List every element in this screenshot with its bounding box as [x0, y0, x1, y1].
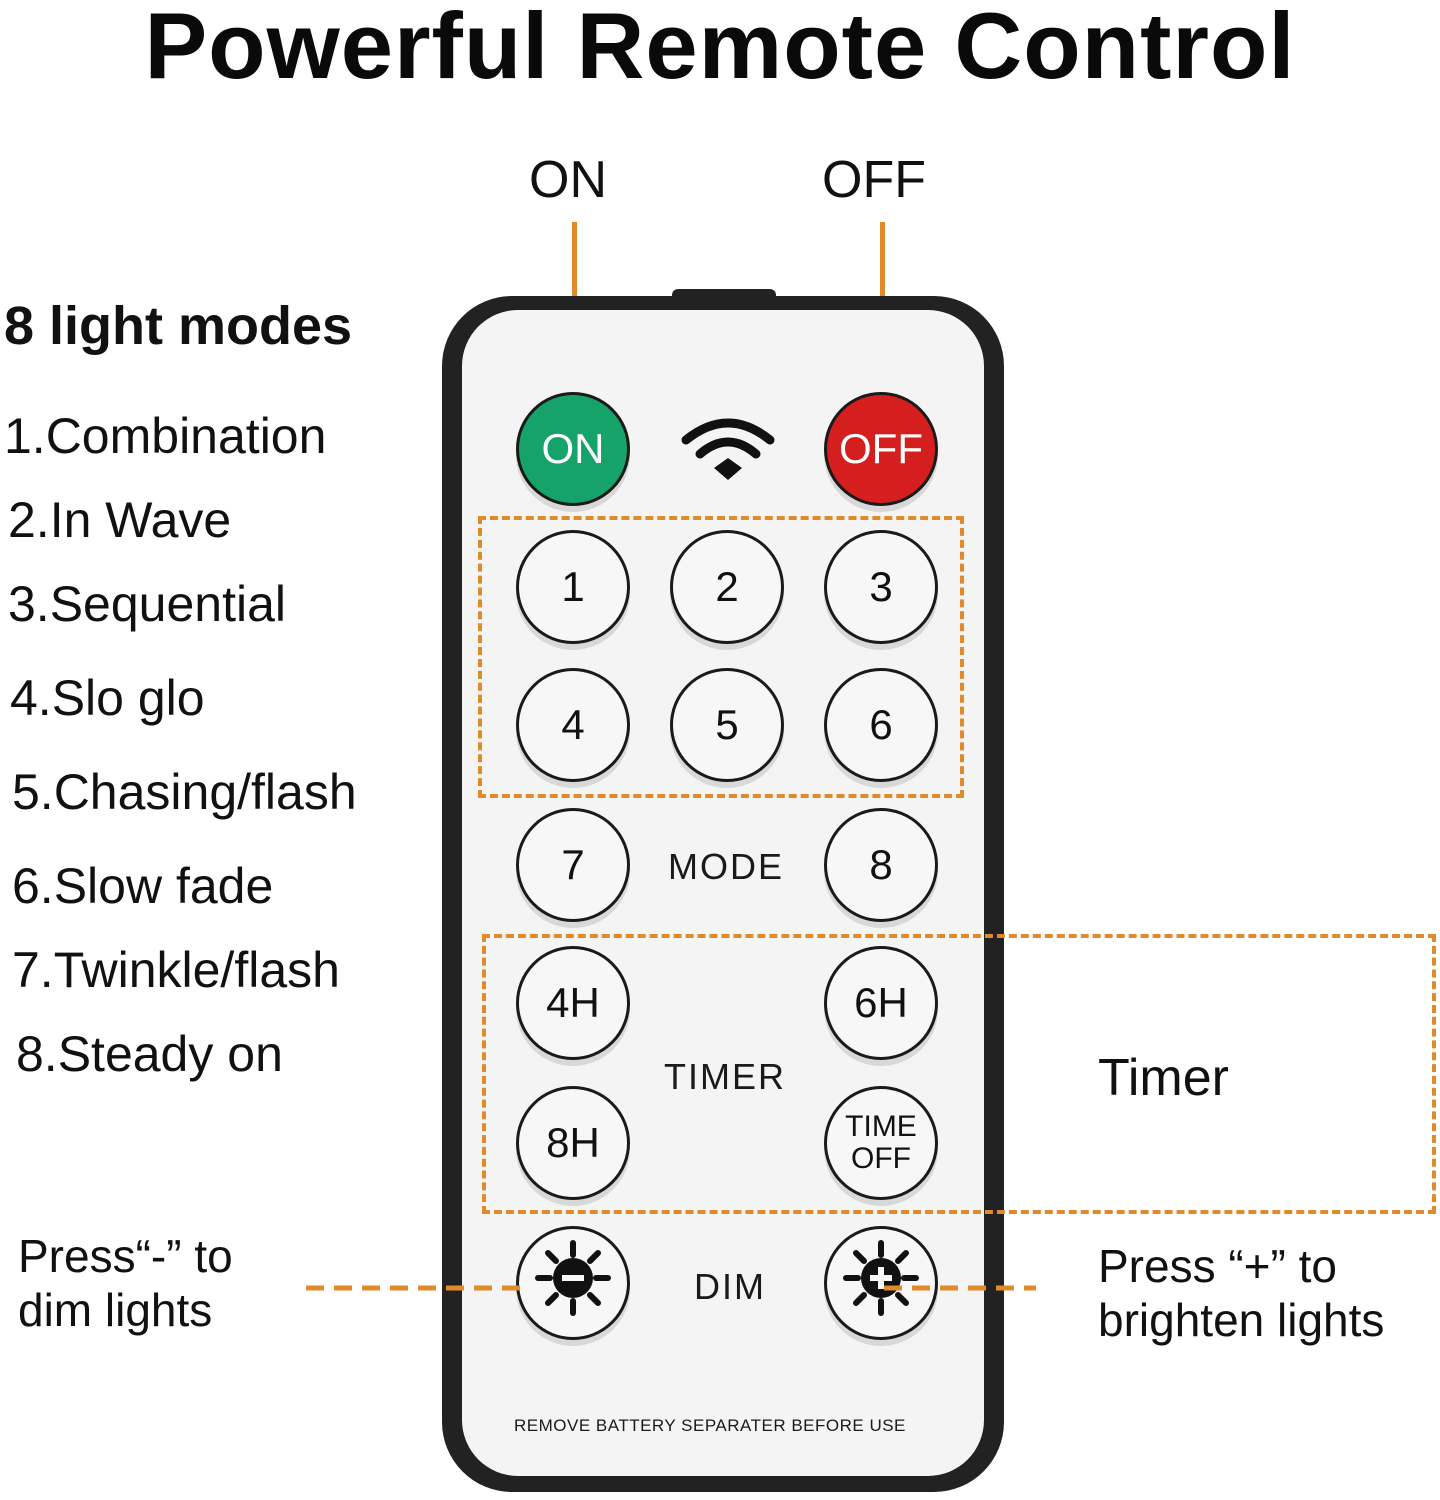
time-off-line1: TIME	[845, 1110, 917, 1143]
mode-item-1: 1.Combination	[4, 408, 327, 464]
remote-footer-text: REMOVE BATTERY SEPARATER BEFORE USE	[514, 1416, 906, 1435]
mode-button-2[interactable]: 2	[670, 530, 784, 644]
timer-highlight-box	[482, 934, 1436, 1214]
mode-item-2: 2.In Wave	[8, 492, 232, 548]
mode-button-7[interactable]: 7	[516, 808, 630, 922]
timer-4h-button[interactable]: 4H	[516, 946, 630, 1060]
mode-item-6: 6.Slow fade	[12, 858, 274, 914]
dim-callout-line2: dim lights	[18, 1284, 213, 1336]
mode-button-5[interactable]: 5	[670, 668, 784, 782]
dim-callout-line	[306, 1278, 520, 1291]
sun-minus-icon	[534, 1239, 612, 1327]
mode-button-8[interactable]: 8	[824, 808, 938, 922]
off-button[interactable]: OFF	[824, 392, 938, 506]
mode-label: MODE	[668, 846, 784, 887]
time-off-line2: OFF	[851, 1142, 911, 1175]
timer-callout-label: Timer	[1098, 1049, 1229, 1107]
off-callout-label: OFF	[822, 151, 926, 209]
modes-highlight-box	[478, 516, 964, 798]
page-title: Powerful Remote Control	[144, 0, 1296, 98]
mode-button-4[interactable]: 4	[516, 668, 630, 782]
mode-item-5: 5.Chasing/flash	[12, 764, 357, 820]
timer-8h-button[interactable]: 8H	[516, 1086, 630, 1200]
dim-label: DIM	[694, 1266, 766, 1307]
mode-button-3[interactable]: 3	[824, 530, 938, 644]
timer-6h-button[interactable]: 6H	[824, 946, 938, 1060]
dim-minus-button[interactable]	[516, 1226, 630, 1340]
mode-item-8: 8.Steady on	[16, 1026, 283, 1082]
bright-callout-line	[884, 1278, 1036, 1291]
mode-item-4: 4.Slo glo	[10, 670, 205, 726]
timer-label: TIMER	[664, 1056, 786, 1097]
on-callout-label: ON	[529, 151, 607, 209]
wifi-icon	[680, 414, 776, 484]
mode-button-1[interactable]: 1	[516, 530, 630, 644]
bright-callout-line1: Press “+” to	[1098, 1240, 1338, 1292]
on-button[interactable]: ON	[516, 392, 630, 506]
dim-callout-line1: Press“-” to	[18, 1230, 233, 1282]
dim-plus-button[interactable]	[824, 1226, 938, 1340]
mode-item-3: 3.Sequential	[8, 576, 287, 632]
mode-button-6[interactable]: 6	[824, 668, 938, 782]
time-off-button[interactable]: TIME OFF	[824, 1086, 938, 1200]
modes-heading: 8 light modes	[4, 296, 353, 356]
mode-item-7: 7.Twinkle/flash	[12, 942, 340, 998]
bright-callout-line2: brighten lights	[1098, 1294, 1385, 1346]
